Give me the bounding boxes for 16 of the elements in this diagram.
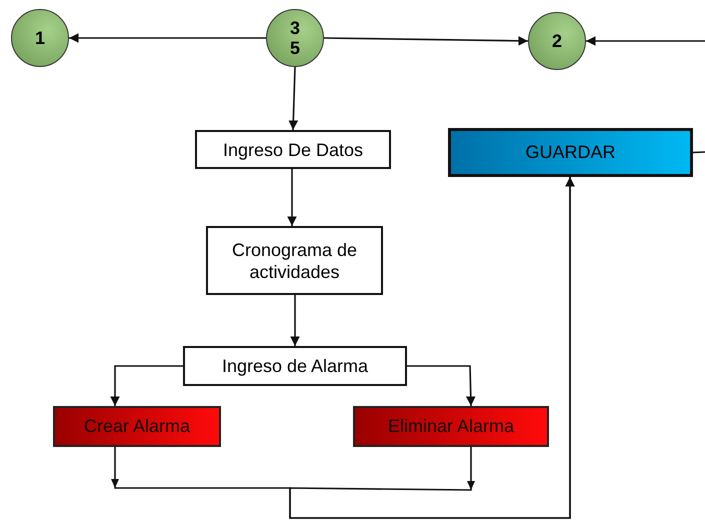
process-box (448, 128, 693, 177)
process-box (53, 406, 221, 447)
process-box (206, 226, 383, 295)
process-box (183, 346, 407, 386)
node-number: 3 (290, 18, 300, 38)
node-number: 5 (290, 38, 300, 58)
node-number: 2 (552, 31, 562, 51)
box-label: Crear Alarma (84, 416, 190, 437)
box-label: Eliminar Alarma (388, 416, 514, 437)
box-label: GUARDAR (525, 142, 616, 163)
node-number: 1 (34, 28, 45, 48)
box-label: Ingreso De Datos (222, 138, 364, 160)
process-box (353, 406, 549, 447)
box-label: Cronograma de actividades (230, 238, 358, 282)
process-box (195, 130, 391, 169)
box-label: Ingreso de Alarma (222, 355, 368, 377)
